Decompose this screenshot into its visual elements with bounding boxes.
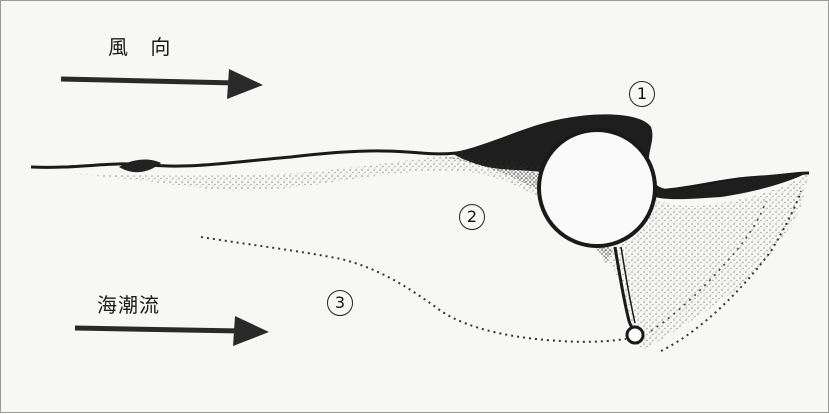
wind-direction-label: 風 向 <box>108 31 171 60</box>
left-crest <box>119 160 161 173</box>
streamline-3 <box>201 237 626 342</box>
current-arrow <box>75 316 269 346</box>
wind-arrow <box>61 69 263 99</box>
anchor-ring <box>627 327 643 343</box>
marker-3: 3 <box>327 290 353 316</box>
marker-1: 1 <box>629 81 655 107</box>
marker-2: 2 <box>459 204 485 230</box>
buoy-ball <box>539 130 655 246</box>
ocean-current-label: 海潮流 <box>97 289 160 318</box>
